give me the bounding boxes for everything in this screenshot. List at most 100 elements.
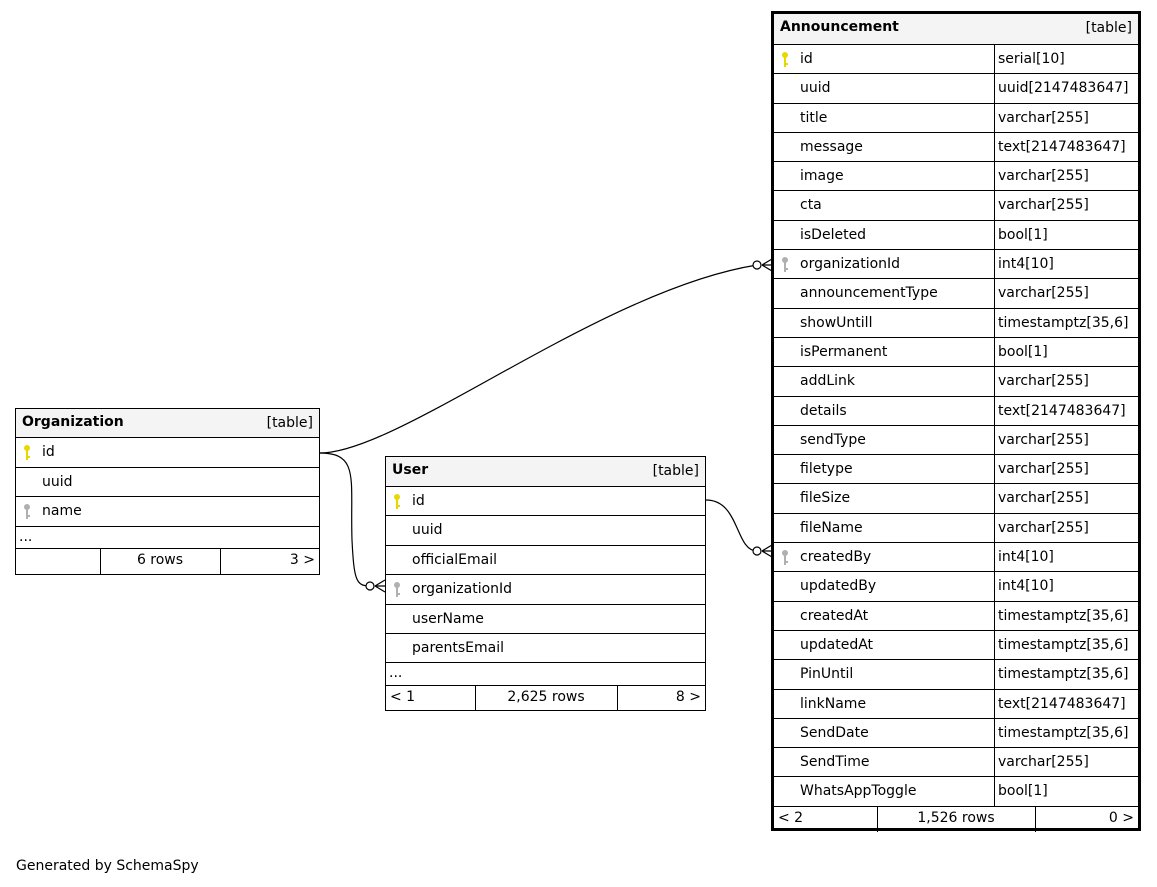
column-divider <box>994 132 995 162</box>
column-divider <box>994 777 995 806</box>
table-header: Announcement [table] <box>774 14 1138 45</box>
table-name[interactable]: Organization <box>22 414 124 430</box>
column-type: timestamptz[35,6] <box>998 724 1129 741</box>
column-type: int4[10] <box>998 578 1054 595</box>
footer-divider <box>877 806 878 832</box>
footer-parents[interactable]: < 2 <box>778 809 804 826</box>
column-type: int4[10] <box>998 256 1054 273</box>
column-divider <box>994 660 995 689</box>
column-row[interactable]: userName <box>386 605 705 634</box>
column-type: varchar[255] <box>998 754 1089 771</box>
table-name[interactable]: Announcement <box>780 19 899 35</box>
column-name: organizationId <box>800 256 901 273</box>
column-row[interactable]: name <box>16 497 319 527</box>
column-row[interactable]: linkName text[2147483647] <box>774 689 1138 719</box>
column-type: text[2147483647] <box>998 695 1126 712</box>
footer-row-count: 1,526 rows <box>917 809 995 826</box>
footer-parents[interactable]: < 1 <box>390 689 416 706</box>
table-header: Organization [table] <box>16 409 319 438</box>
column-row[interactable]: organizationId int4[10] <box>774 250 1138 280</box>
relationship-user-announcement <box>705 499 758 552</box>
column-type: bool[1] <box>998 343 1048 360</box>
footer-children[interactable]: 3 > <box>289 551 315 568</box>
column-divider <box>994 250 995 279</box>
column-name: fileSize <box>800 490 851 507</box>
crow-foot-marker <box>752 546 762 556</box>
column-name: createdBy <box>800 549 872 566</box>
footer-children[interactable]: 8 > <box>675 689 701 706</box>
column-divider <box>994 718 995 748</box>
column-row[interactable]: officialEmail <box>386 546 705 576</box>
column-divider <box>994 396 995 425</box>
index-key-icon <box>780 256 790 274</box>
column-type: text[2147483647] <box>998 402 1126 419</box>
column-divider <box>994 513 995 543</box>
column-divider <box>994 455 995 484</box>
column-type: int4[10] <box>998 549 1054 566</box>
column-divider <box>994 45 995 74</box>
primary-key-icon <box>22 444 32 462</box>
table-name[interactable]: User <box>392 462 429 478</box>
column-row[interactable]: isPermanent bool[1] <box>774 337 1138 368</box>
column-type: timestamptz[35,6] <box>998 666 1129 683</box>
column-divider <box>994 484 995 513</box>
table-footer: < 2 1,526 rows 0 > <box>774 806 1138 832</box>
column-name: cta <box>800 197 822 214</box>
column-divider <box>994 748 995 777</box>
column-row[interactable]: id <box>16 438 319 468</box>
column-name: id <box>412 493 425 509</box>
column-name: SendDate <box>800 724 869 741</box>
column-name: linkName <box>800 695 867 712</box>
column-divider <box>994 74 995 103</box>
column-row[interactable]: uuid <box>386 516 705 546</box>
index-key-icon <box>392 581 402 599</box>
column-divider <box>994 630 995 660</box>
footer-children[interactable]: 0 > <box>1108 809 1134 826</box>
column-name: filetype <box>800 461 853 478</box>
column-row[interactable]: SendDate timestamptz[35,6] <box>774 718 1138 749</box>
column-name: SendTime <box>800 754 870 771</box>
column-row[interactable]: createdBy int4[10] <box>774 543 1138 573</box>
crow-foot-icon <box>374 579 386 593</box>
column-row[interactable]: parentsEmail <box>386 634 705 664</box>
column-row[interactable]: uuid <box>16 468 319 497</box>
footer-divider <box>100 548 101 574</box>
column-name: id <box>42 444 55 460</box>
column-type: varchar[255] <box>998 373 1089 390</box>
crow-foot-marker <box>365 581 375 591</box>
column-name: isPermanent <box>800 343 888 360</box>
column-name: parentsEmail <box>412 639 505 656</box>
column-row[interactable]: organizationId <box>386 575 705 605</box>
column-row[interactable]: id <box>386 487 705 517</box>
column-divider <box>994 308 995 337</box>
column-divider <box>994 543 995 572</box>
column-row[interactable]: SendTime varchar[255] <box>774 748 1138 778</box>
column-divider <box>994 191 995 220</box>
column-type: bool[1] <box>998 226 1048 243</box>
table-footer: 6 rows 3 > <box>16 548 319 574</box>
relationship-org-user <box>319 452 371 587</box>
